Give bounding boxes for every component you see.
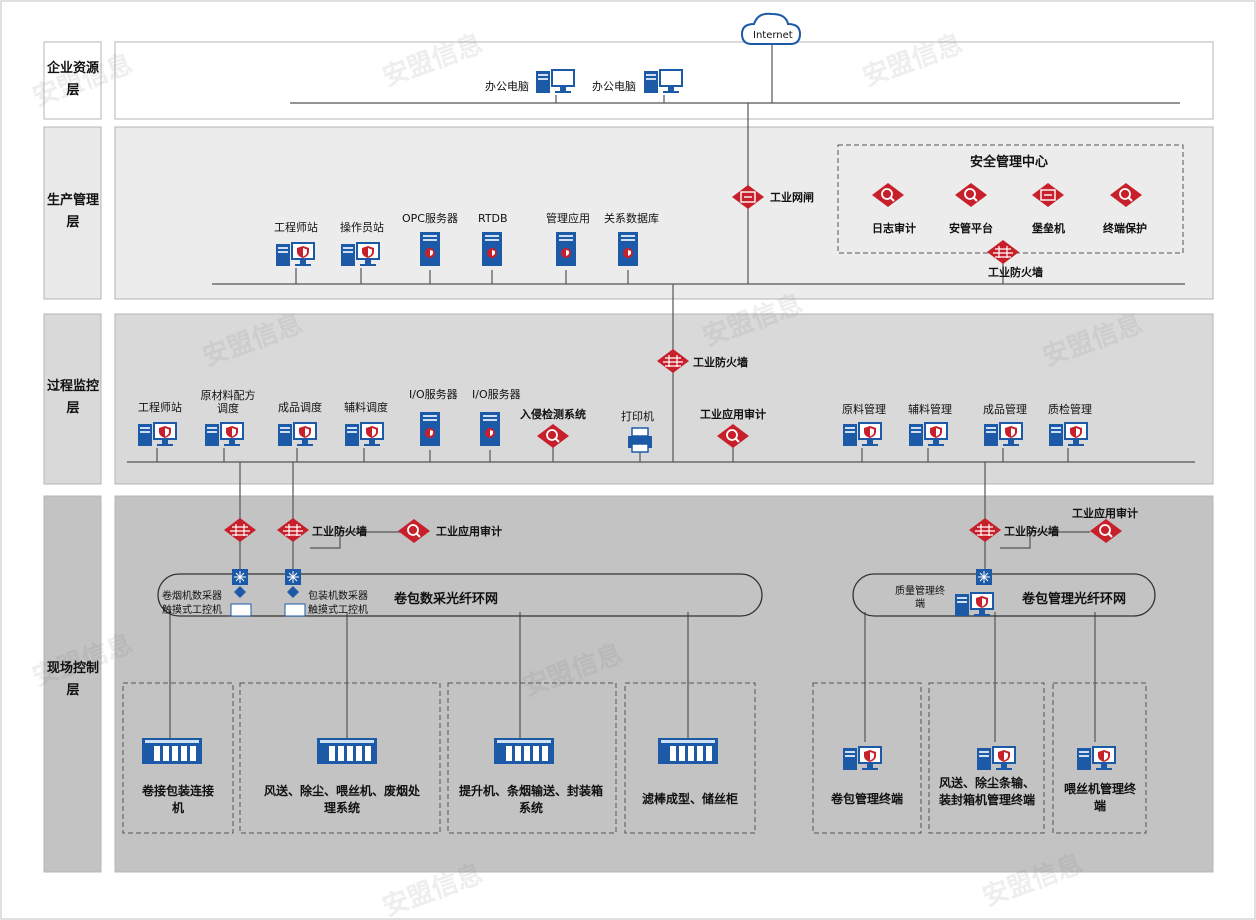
- opc-server-icon: [420, 232, 440, 266]
- product-sched-label: 成品调度: [278, 401, 322, 414]
- box-label: 风送、除尘条输、装封箱机管理终端: [938, 776, 1035, 807]
- touch-ipc-icon: [284, 603, 306, 617]
- layer-label-production: 生产管理层: [46, 193, 99, 230]
- collector-icon: [287, 586, 299, 598]
- box-label: 滤棒成型、储丝柜: [641, 792, 738, 806]
- plc-rack-icon: [494, 738, 554, 764]
- io-server-icon: [480, 412, 500, 446]
- printer-label: 打印机: [621, 410, 654, 423]
- firewall-label: 工业防火墙: [312, 525, 367, 538]
- rdb-label: 关系数据库: [604, 212, 659, 225]
- layer-label-box-production: [43, 126, 102, 300]
- mgmt-app-server-icon: [556, 232, 576, 266]
- cig-collector-label: 卷烟机数采器: [162, 591, 222, 602]
- touch-ipc-label: 触摸式工控机: [162, 605, 222, 616]
- layer-label-box-enterprise: [43, 41, 102, 120]
- audit-label: 工业应用审计: [436, 525, 502, 538]
- io-server-icon: [420, 412, 440, 446]
- ids-label: 入侵检测系统: [520, 408, 586, 421]
- ring-left: [157, 573, 763, 617]
- audit-label: 工业应用审计: [1072, 507, 1138, 520]
- product-mgmt-label: 成品管理: [983, 403, 1027, 416]
- firewall-label: 工业防火墙: [988, 266, 1043, 279]
- layer-label-box-process: [43, 313, 102, 485]
- collector-icon: [234, 586, 246, 598]
- box-label: 提升机、条烟输送、封装箱系统: [458, 784, 603, 815]
- raw-mgmt-label: 原料管理: [842, 403, 886, 416]
- switch-icon: [284, 568, 302, 586]
- rtdb-label: RTDB: [478, 212, 508, 225]
- security-platform-label: 安管平台: [949, 222, 993, 235]
- aux-sched-label: 辅料调度: [344, 401, 388, 414]
- rtdb-server-icon: [482, 232, 502, 266]
- switch-icon: [231, 568, 249, 586]
- layer-label-process: 过程监控层: [46, 379, 99, 416]
- layer-label-enterprise: 企业资源层: [46, 61, 99, 98]
- touch-ipc-label: 触摸式工控机: [308, 605, 368, 616]
- field-boxes: [122, 682, 1147, 834]
- office-pc-label: 办公电脑: [485, 80, 529, 93]
- endpoint-protection-label: 终端保护: [1103, 222, 1147, 235]
- aux-mgmt-label: 辅料管理: [908, 403, 952, 416]
- recipe-label: 原材料配方调度: [200, 389, 256, 415]
- app-audit-label: 工业应用审计: [700, 408, 766, 421]
- bastion-host-label: 堡垒机: [1032, 222, 1065, 235]
- band-field: [114, 495, 1214, 873]
- ring-right-label: 卷包管理光纤环网: [1022, 592, 1127, 607]
- firewall-label: 工业防火墙: [693, 356, 748, 369]
- quality-terminal-label: 质量管理终端: [895, 586, 945, 610]
- box-label: 卷接包装连接机: [141, 784, 214, 815]
- ring-right: [852, 573, 1156, 617]
- rdb-server-icon: [618, 232, 638, 266]
- plc-rack-icon: [142, 738, 202, 764]
- mgmt-app-label: 管理应用: [546, 212, 590, 225]
- layer-label-box-field: [43, 495, 102, 873]
- switch-icon: [975, 568, 993, 586]
- box-label: 喂丝机管理终端: [1063, 782, 1136, 813]
- plc-rack-icon: [317, 738, 377, 764]
- engineer-station-label: 工程师站: [138, 401, 182, 414]
- box-label: 风送、除尘、喂丝机、废烟处理系统: [263, 784, 420, 815]
- io-server-label: I/O服务器: [409, 388, 458, 401]
- band-process: [114, 313, 1214, 485]
- layer-label-field: 现场控制层: [46, 661, 99, 698]
- office-pc-label: 办公电脑: [592, 80, 636, 93]
- internet-label: Internet: [753, 30, 793, 41]
- firewall-label: 工业防火墙: [1004, 525, 1059, 538]
- band-production: [114, 126, 1214, 300]
- gateway-label: 工业网闸: [770, 191, 814, 204]
- box-label: 卷包管理终端: [830, 792, 903, 806]
- io-server-label: I/O服务器: [472, 388, 521, 401]
- pack-collector-label: 包装机数采器: [308, 591, 368, 602]
- engineer-station-label: 工程师站: [274, 221, 318, 234]
- touch-ipc-icon: [230, 603, 252, 617]
- log-audit-label: 日志审计: [872, 222, 916, 235]
- printer-icon: [627, 427, 653, 453]
- security-center-title: 安全管理中心: [970, 155, 1049, 170]
- ring-left-label: 卷包数采光纤环网: [394, 592, 499, 607]
- internet-cloud-icon: [740, 12, 802, 45]
- operator-station-label: 操作员站: [340, 221, 384, 234]
- plc-rack-icon: [658, 738, 718, 764]
- qc-mgmt-label: 质检管理: [1048, 403, 1092, 416]
- opc-server-label: OPC服务器: [402, 212, 458, 225]
